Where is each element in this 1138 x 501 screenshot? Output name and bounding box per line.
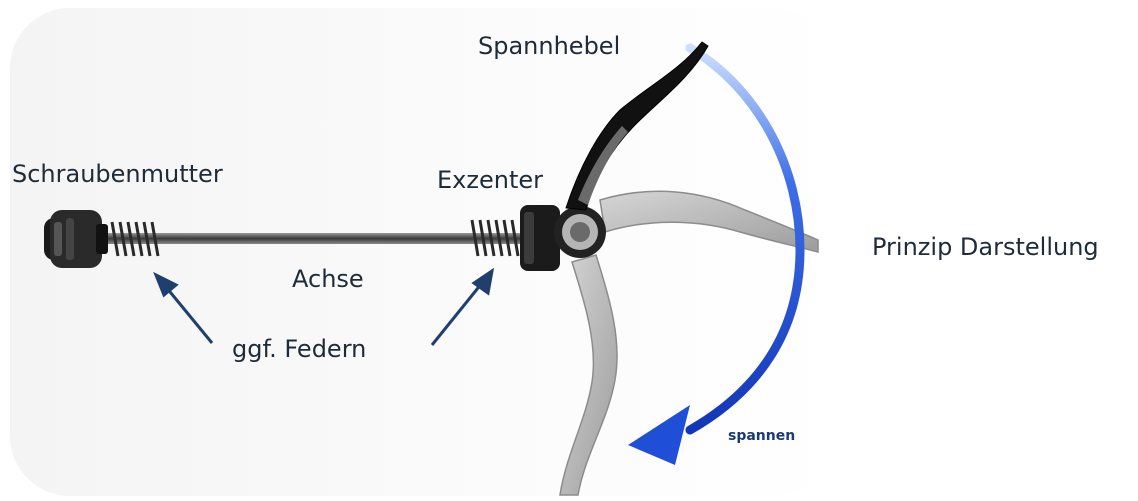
label-schraubenmutter: Schraubenmutter [12, 160, 223, 188]
label-federn: ggf. Federn [232, 335, 366, 363]
label-exzenter: Exzenter [437, 166, 543, 194]
label-achse: Achse [292, 265, 364, 293]
nut [44, 210, 108, 268]
label-spannen: spannen [728, 428, 795, 444]
label-spannhebel: Spannhebel [478, 32, 620, 60]
axle-rod [95, 233, 535, 244]
label-prinzip-darstellung: Prinzip Darstellung [872, 233, 1099, 261]
